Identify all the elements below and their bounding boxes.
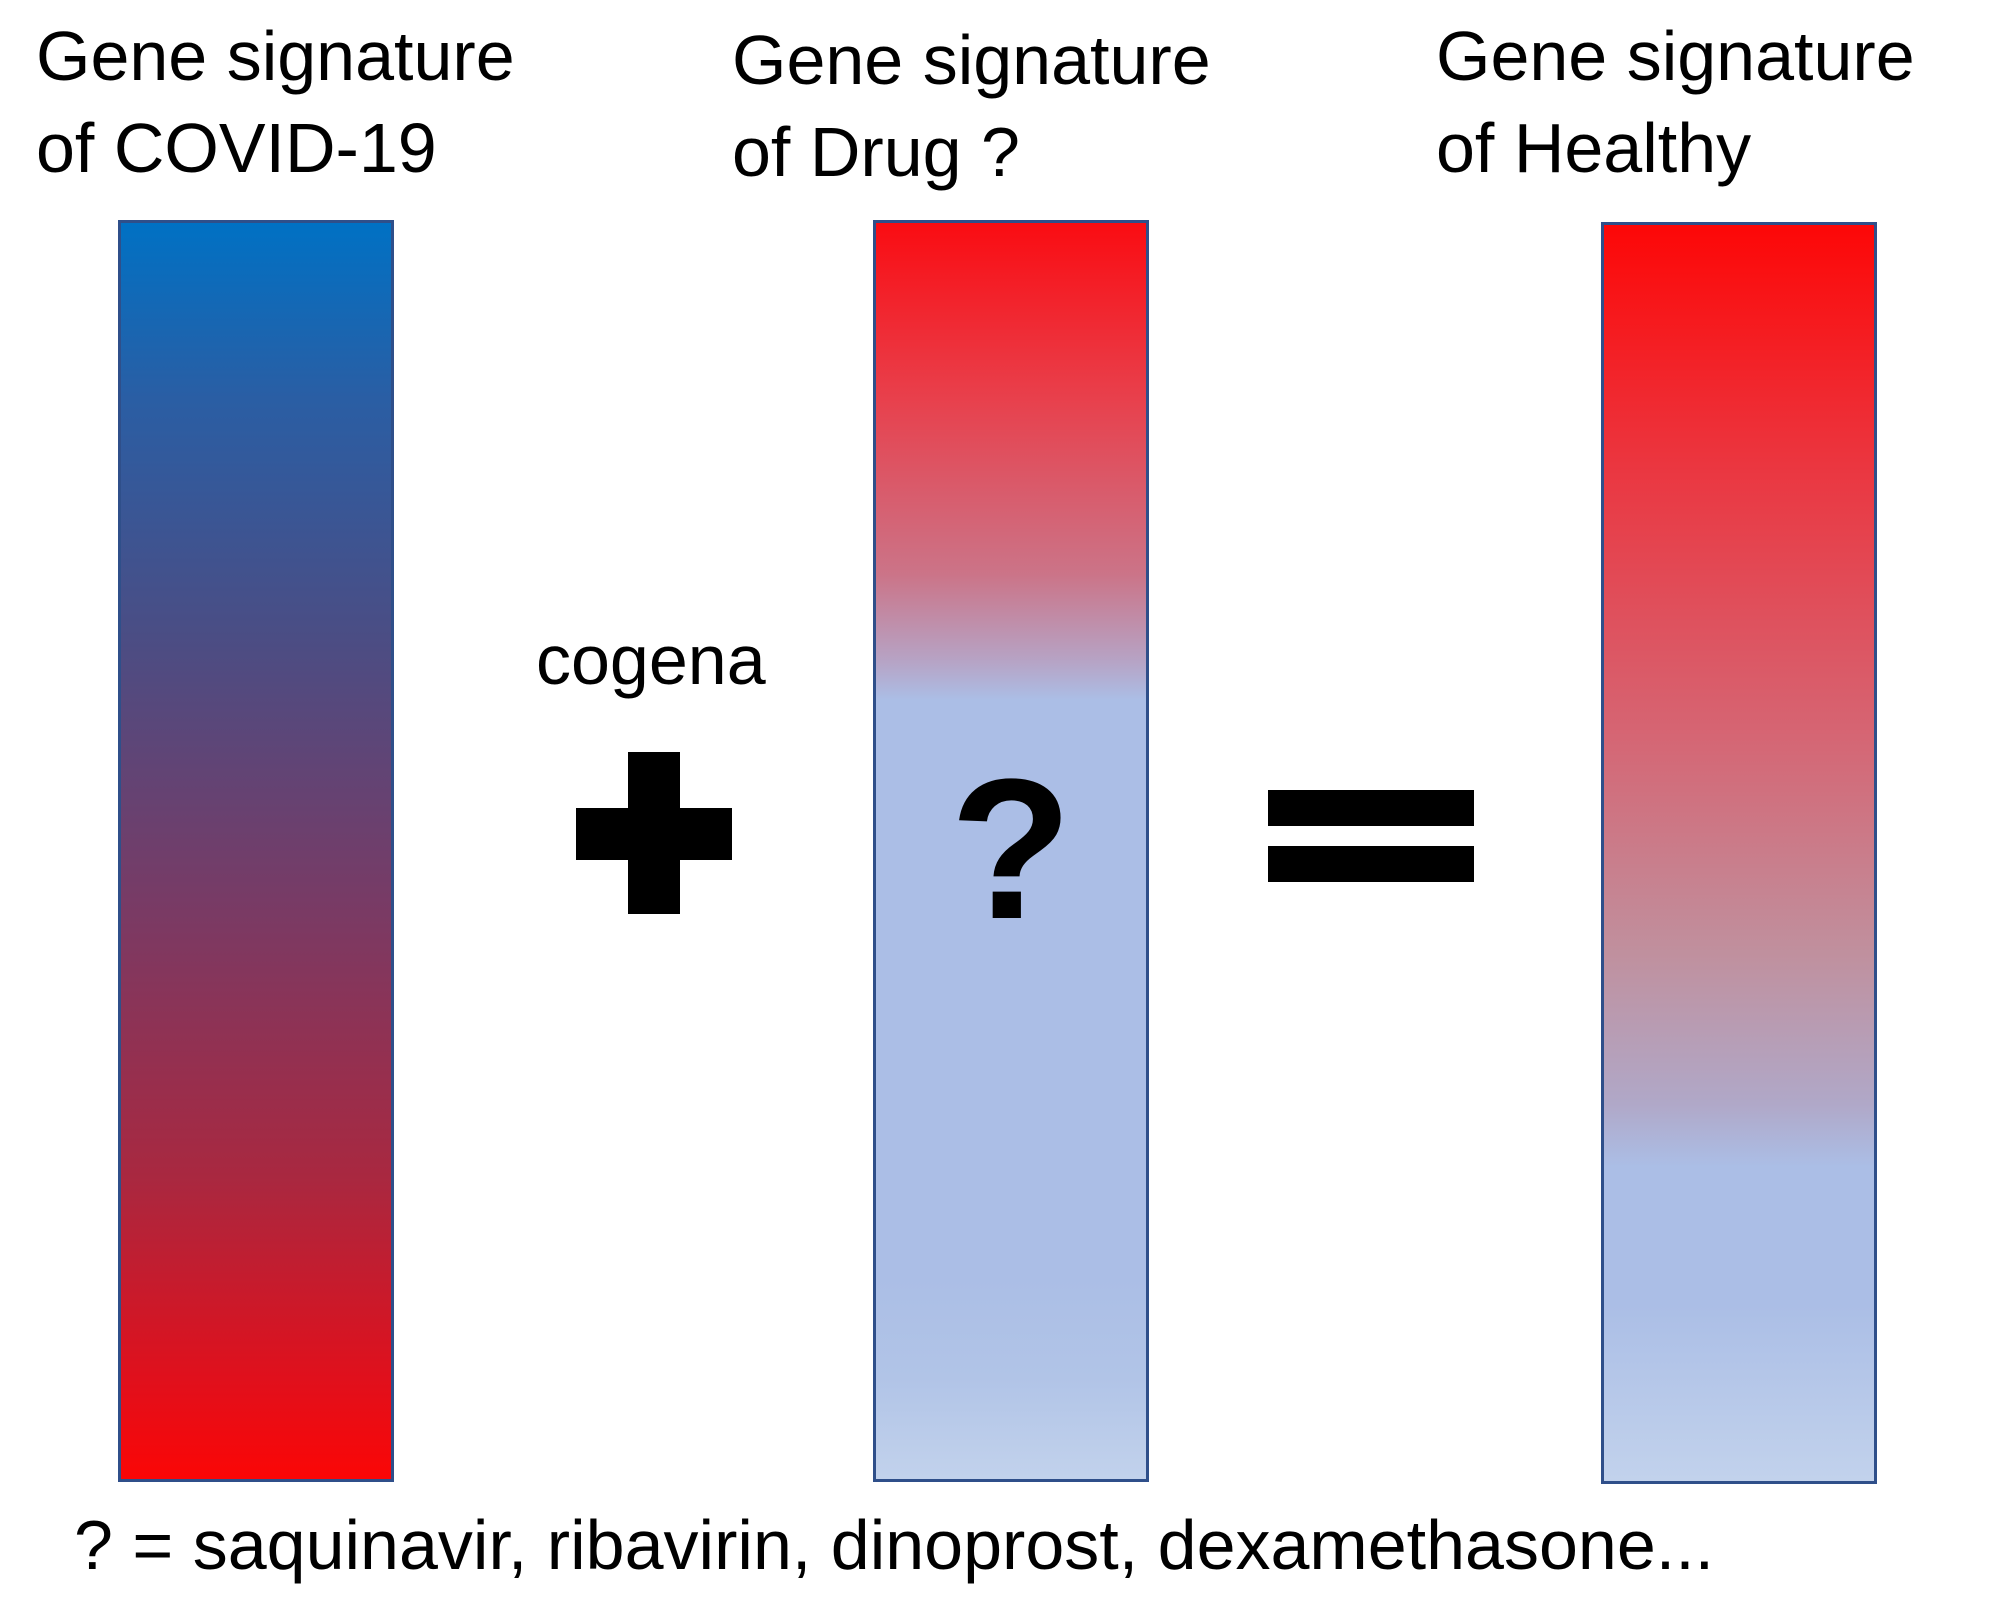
- title-drug-line1: Gene signature: [732, 21, 1211, 99]
- drug-candidates-footnote: ? = saquinavir, ribavirin, dinoprost, de…: [74, 1506, 1715, 1584]
- title-covid-line1: Gene signature: [36, 17, 515, 95]
- title-covid-signature: Gene signature of COVID-19: [36, 10, 515, 194]
- title-healthy-signature: Gene signature of Healthy: [1436, 10, 1915, 194]
- equals-bottom-stroke: [1268, 846, 1474, 882]
- equals-icon: [1268, 790, 1474, 882]
- covid-gene-signature-bar: [118, 220, 394, 1482]
- equals-top-stroke: [1268, 790, 1474, 826]
- healthy-gene-signature-bar: [1601, 222, 1877, 1484]
- plus-icon: [576, 752, 732, 914]
- title-healthy-line1: Gene signature: [1436, 17, 1915, 95]
- title-drug-signature: Gene signature of Drug ?: [732, 14, 1211, 198]
- question-mark-symbol: ?: [949, 738, 1073, 961]
- title-healthy-line2: of Healthy: [1436, 109, 1752, 187]
- drug-gene-signature-bar: [873, 220, 1149, 1482]
- cogena-label: cogena: [536, 621, 766, 699]
- plus-vertical-stroke: [628, 752, 680, 914]
- title-covid-line2: of COVID-19: [36, 109, 437, 187]
- title-drug-line2: of Drug ?: [732, 113, 1020, 191]
